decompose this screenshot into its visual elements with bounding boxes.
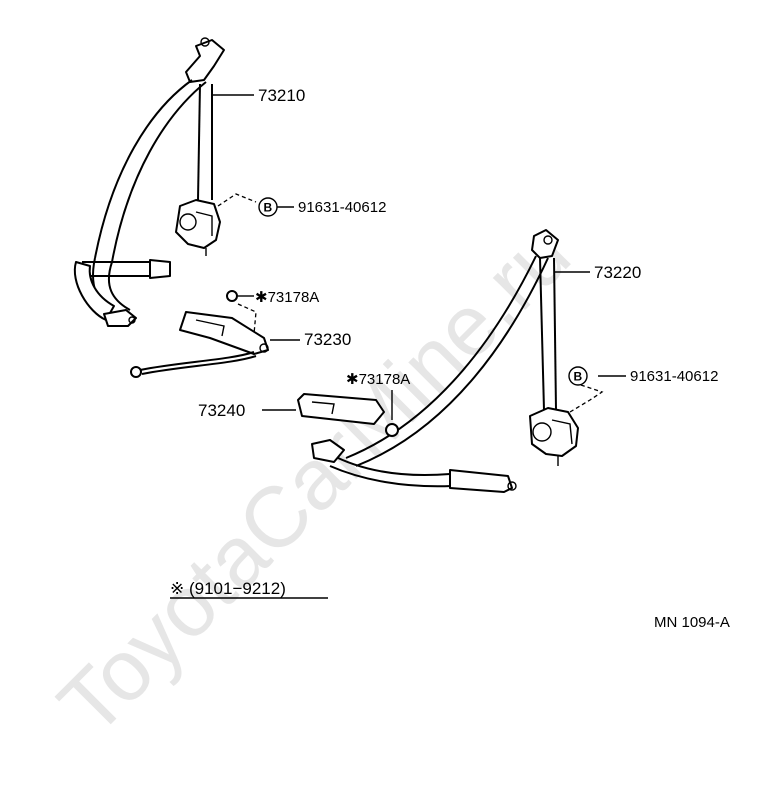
label-cover-left: ✱73178A bbox=[255, 289, 319, 306]
label-73210: 73210 bbox=[258, 86, 305, 105]
label-73230: 73230 bbox=[304, 330, 351, 349]
bolt-mark-left: B bbox=[264, 201, 273, 215]
cover-73178a-right-part bbox=[385, 423, 399, 437]
buckle-73230-assembly: ✱73178A 73230 bbox=[130, 289, 351, 378]
bolt-b-circle-right bbox=[568, 366, 588, 386]
label-73240: 73240 bbox=[198, 401, 245, 420]
bolt-mark-right: B bbox=[574, 370, 583, 384]
cover-73178a-left-part bbox=[226, 290, 238, 302]
buckle-73240-assembly: ✱73178A 73240 bbox=[198, 371, 410, 437]
label-cover-right: ✱73178A bbox=[346, 371, 410, 388]
label-bolt-right: 91631-40612 bbox=[630, 368, 718, 385]
front-seat-belt-left-assembly: 73210 B 91631-40612 bbox=[73, 37, 386, 327]
label-bolt-left: 91631-40612 bbox=[298, 199, 386, 216]
diagram-code: MN 1094-A bbox=[654, 614, 730, 631]
production-period-note: ※ (9101−9212) bbox=[170, 579, 328, 599]
label-73220: 73220 bbox=[594, 263, 641, 282]
period-text: ※ (9101−9212) bbox=[170, 579, 286, 598]
front-seat-belt-right-assembly: 73220 B 91631-40612 bbox=[311, 229, 718, 493]
